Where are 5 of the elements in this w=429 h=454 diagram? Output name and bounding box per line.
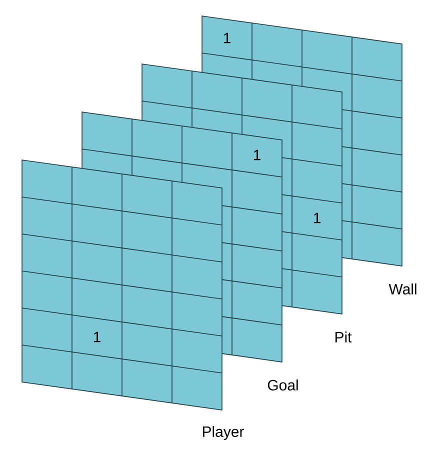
layer-label: Goal bbox=[268, 380, 298, 390]
layer-label: Player bbox=[202, 426, 244, 440]
layer-label: Wall bbox=[388, 284, 416, 294]
grid-layer: 1 bbox=[22, 160, 222, 410]
layer-label: Pit bbox=[335, 332, 352, 342]
